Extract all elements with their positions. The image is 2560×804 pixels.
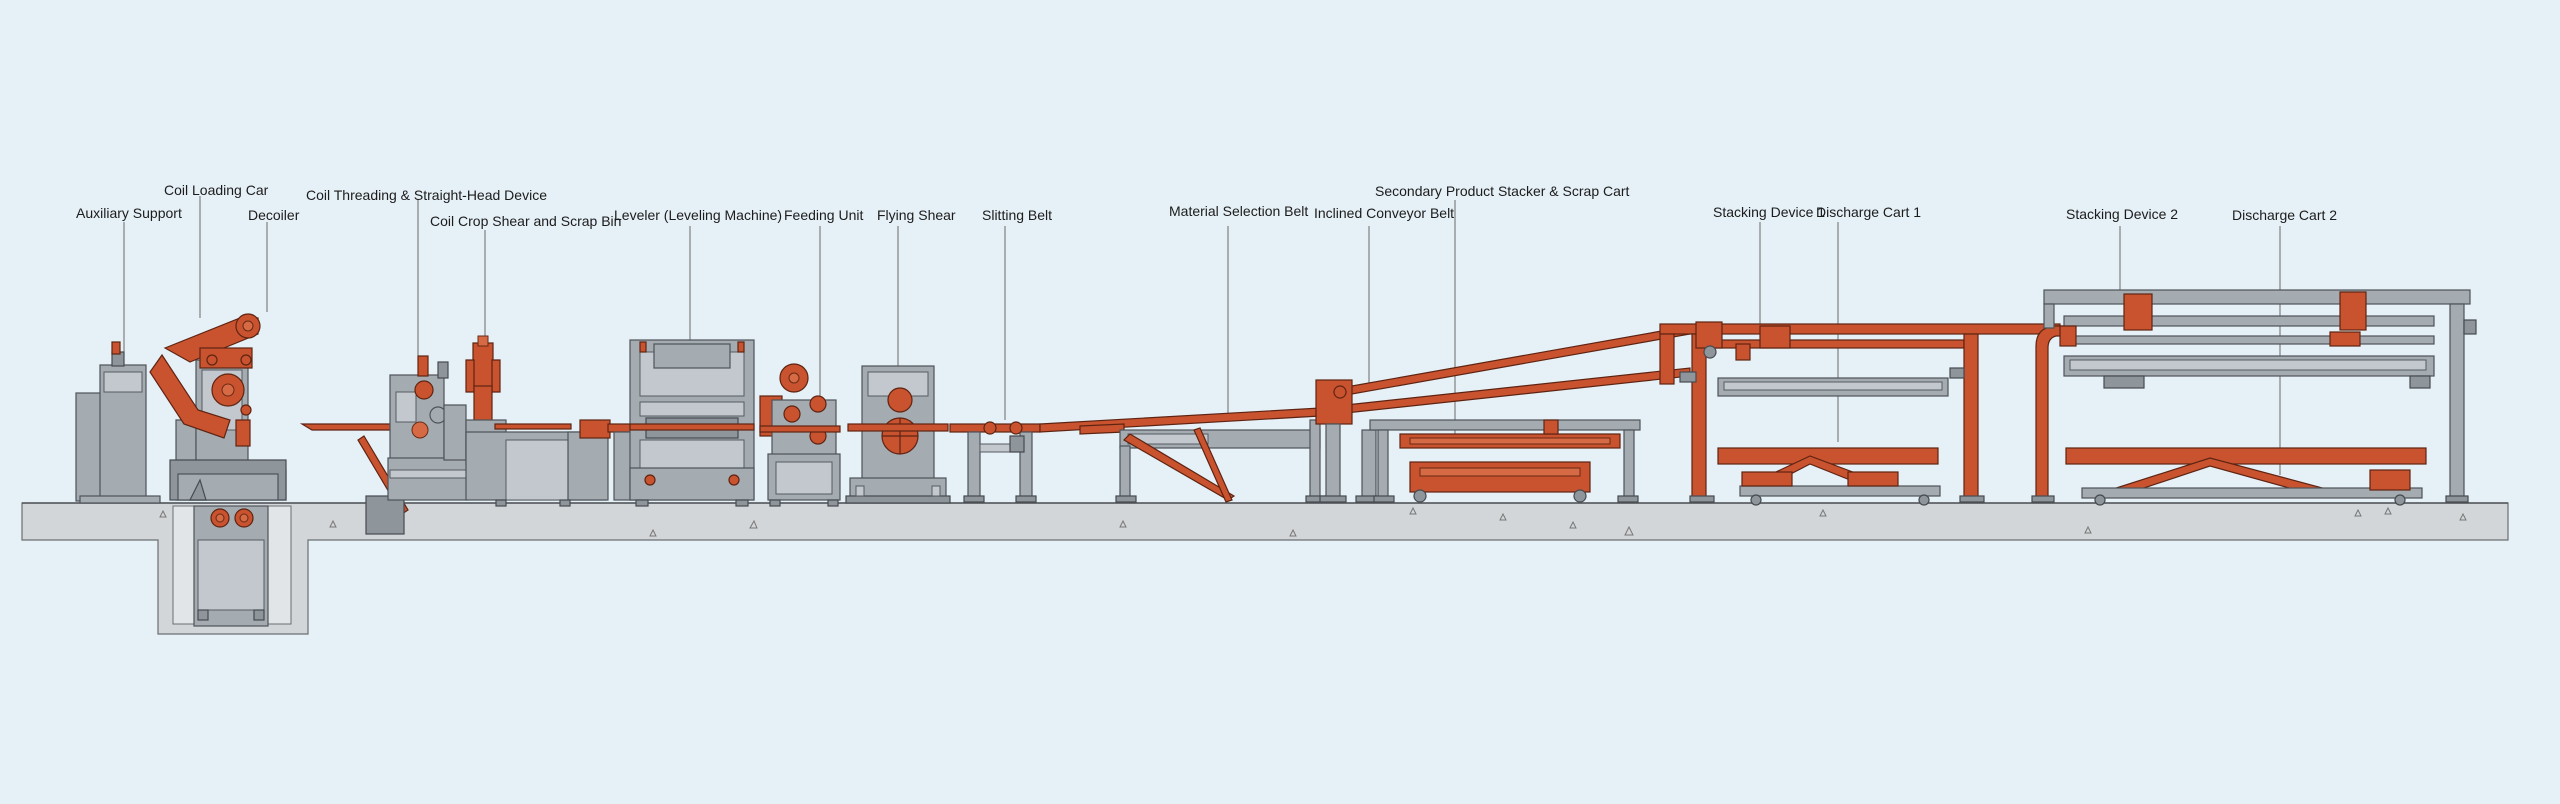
- label-secondary-product-stacker: Secondary Product Stacker & Scrap Cart: [1375, 183, 1630, 199]
- label-stacking-device-1: Stacking Device 1: [1713, 204, 1825, 220]
- label-discharge-cart-1: Discharge Cart 1: [1816, 204, 1921, 220]
- threading-device: [299, 355, 469, 535]
- auxiliary-support-machine: [75, 341, 161, 504]
- discharge-cart-1-machine: [1717, 447, 1941, 506]
- secondary-product-stacker-machine: [1369, 419, 1641, 503]
- slitting-belt-machine: [949, 421, 1041, 503]
- label-discharge-cart-2: Discharge Cart 2: [2232, 207, 2337, 223]
- label-coil-threading: Coil Threading & Straight-Head Device: [306, 187, 547, 203]
- label-flying-shear: Flying Shear: [877, 207, 956, 223]
- label-slitting-belt: Slitting Belt: [982, 207, 1052, 223]
- inclined-conveyor-belt-machine: [1315, 325, 1691, 503]
- label-decoiler: Decoiler: [248, 207, 300, 223]
- label-stacking-device-2: Stacking Device 2: [2066, 206, 2178, 222]
- coil-crop-shear-machine: [465, 335, 611, 507]
- discharge-cart-2-machine: [2065, 447, 2427, 506]
- flying-shear-machine: [845, 365, 951, 504]
- stacking-device-2-machine: [2031, 289, 2477, 503]
- leader-lines: [123, 196, 2281, 475]
- feeding-unit-machine: [759, 363, 841, 507]
- label-auxiliary-support: Auxiliary Support: [76, 205, 182, 221]
- label-feeding-unit: Feeding Unit: [784, 207, 863, 223]
- label-coil-loading-car: Coil Loading Car: [164, 182, 269, 198]
- label-leveler: Leveler (Leveling Machine): [614, 207, 782, 223]
- label-material-selection-belt: Material Selection Belt: [1169, 203, 1308, 219]
- leveler-machine: [607, 339, 755, 507]
- material-selection-belt-machine: [1039, 407, 1327, 503]
- labels: Auxiliary Support Coil Loading Car Decoi…: [76, 182, 2337, 229]
- label-coil-crop-shear: Coil Crop Shear and Scrap Bin: [430, 213, 621, 229]
- decoiler-machine: [149, 313, 287, 627]
- label-inclined-conveyor-belt: Inclined Conveyor Belt: [1314, 205, 1454, 221]
- stacking-device-1-machine: [1659, 321, 2061, 503]
